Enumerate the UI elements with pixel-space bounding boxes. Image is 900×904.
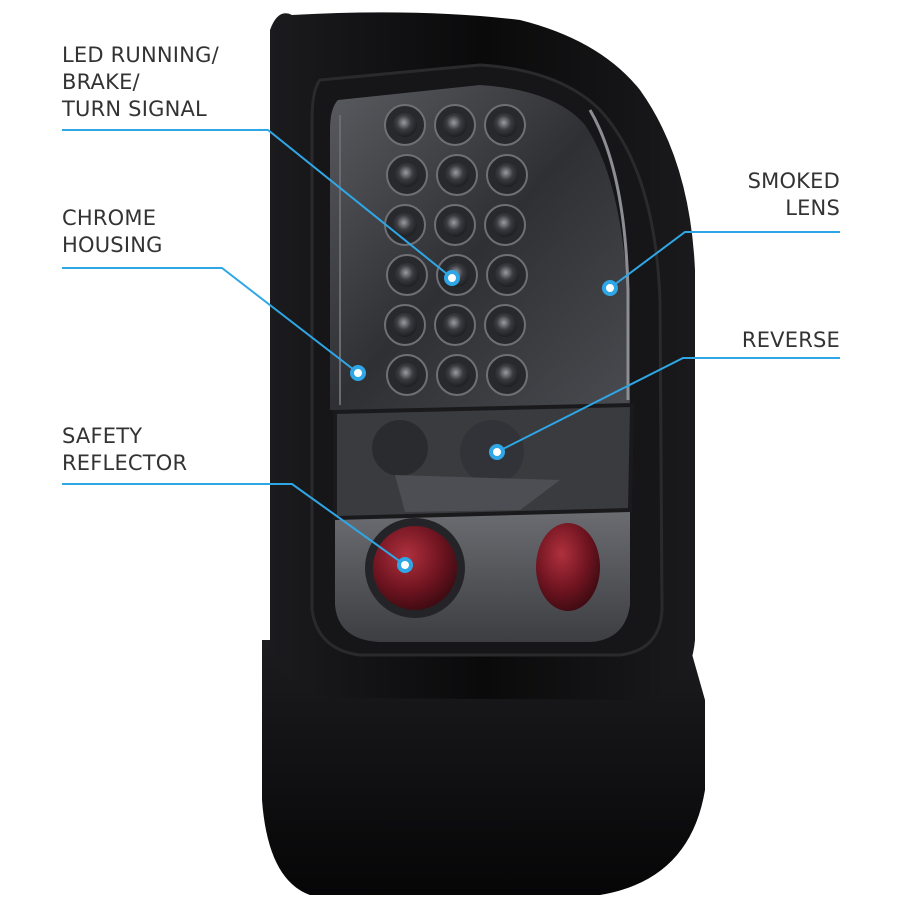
led-lamp [395,163,419,187]
callout-line-smoked [609,231,840,289]
mount-base [262,640,705,895]
led-lamp [443,313,467,337]
callout-dot [602,280,618,296]
led-lamp [443,113,467,137]
led-lamp [495,263,519,287]
led-lamp [495,163,519,187]
callout-dot [489,444,505,460]
callout-lines [62,129,840,573]
led-lamp [393,113,417,137]
led-grid [384,104,528,396]
label-smoked-lens: SMOKED LENS [747,169,840,220]
led-lamp [393,213,417,237]
callout-dot [397,557,413,573]
label-led-running-brake-turn: LED RUNNING/ BRAKE/ TURN SIGNAL [62,43,219,121]
label-safety-reflector: SAFETY REFLECTOR [62,424,188,475]
led-lamp [493,213,517,237]
callout-line-led [62,129,453,279]
callout-line-safety [62,483,406,566]
led-lamp [393,313,417,337]
reverse-bulb-left [372,420,428,476]
label-reverse: REVERSE [741,328,840,352]
label-chrome-housing: CHROME HOUSING [62,206,163,257]
upper-lens [330,85,630,410]
callout-line-chrome [62,267,359,374]
callout-dot [350,365,366,381]
led-lamp [493,313,517,337]
callout-dot [444,270,460,286]
callout-line-reverse [496,357,840,453]
led-lamp [495,363,519,387]
led-lamp [395,263,419,287]
led-lamp [493,113,517,137]
led-lamp [445,163,469,187]
led-lamp [445,363,469,387]
reflector-right [536,523,600,611]
led-lamp [395,363,419,387]
led-lamp [443,213,467,237]
